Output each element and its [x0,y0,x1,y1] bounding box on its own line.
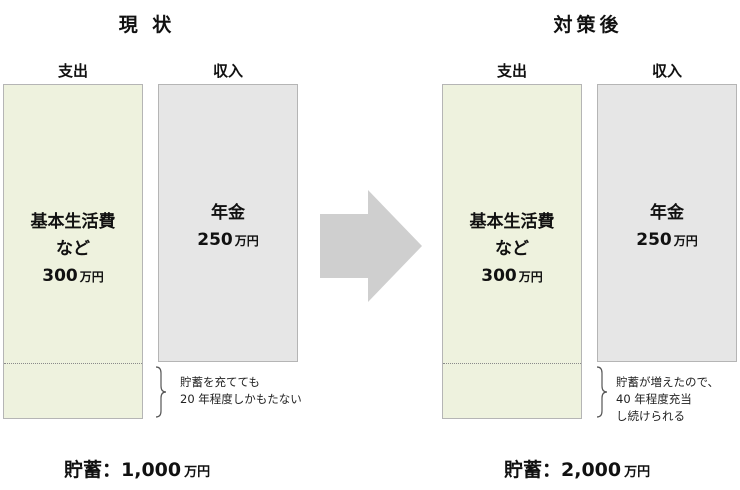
after-income-label: 収入 [651,62,682,80]
after-note-line-2: 40 年程度充当 [616,392,692,406]
before-savings-divider [4,363,142,364]
before-income-label: 収入 [212,62,243,80]
after-expense-unit: 万円 [518,270,543,284]
after-note-line-1: 貯蓄が増えたので、 [616,375,720,389]
before-brace-icon [155,366,167,418]
before-income-amount: 250 [197,230,233,250]
after-savings-label: 貯蓄： [504,459,562,481]
before-savings-unit: 万円 [184,465,211,480]
before-expense-line-1: 基本生活費 [30,212,116,232]
before-savings-label: 貯蓄： [64,459,122,481]
after-savings-divider [443,363,581,364]
after-savings-amount: 2,000 [561,459,622,481]
before-note-line-2: 20 年程度しかもたない [180,392,302,406]
after-income-label-text: 年金 [650,203,684,223]
after-note: 貯蓄が増えたので、 40 年程度充当 し続けられる [616,374,719,425]
before-expense-amount: 300 [42,266,78,286]
after-expense-label: 支出 [496,62,527,80]
after-expense-line-1: 基本生活費 [469,212,555,232]
after-income-unit: 万円 [673,234,698,248]
after-expense-line-2: など [495,239,529,259]
before-expense-label: 支出 [57,62,88,80]
before-income-label-text: 年金 [211,203,245,223]
before-income-unit: 万円 [234,234,259,248]
before-savings-amount: 1,000 [121,459,182,481]
after-note-line-3: し続けられる [616,409,685,423]
after-title: 対策後 [553,14,623,36]
right-arrow-icon [320,190,422,302]
before-expense-unit: 万円 [79,270,104,284]
after-brace-icon [596,366,608,418]
before-note: 貯蓄を充てても 20 年程度しかもたない [180,374,302,408]
before-title: 現 状 [118,14,176,36]
after-expense-amount: 300 [481,266,517,286]
before-expense-line-2: など [56,239,90,259]
before-note-line-1: 貯蓄を充てても [180,375,260,389]
after-savings-unit: 万円 [624,465,651,480]
after-income-amount: 250 [636,230,672,250]
